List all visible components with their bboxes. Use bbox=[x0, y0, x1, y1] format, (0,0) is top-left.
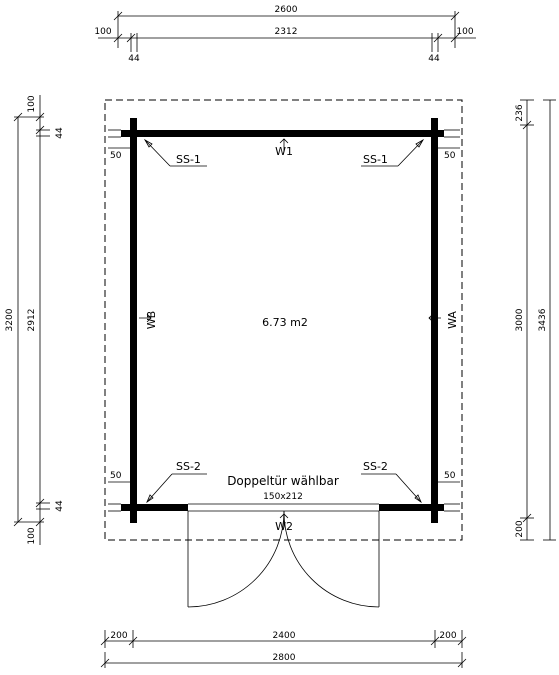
double-door bbox=[187, 510, 380, 608]
roof-outline bbox=[104, 99, 463, 541]
dim-top-left-wall: 44 bbox=[128, 54, 140, 64]
corner-label-bottom-left: SS-2 bbox=[176, 460, 201, 473]
dim-left-total: 3200 bbox=[5, 308, 15, 331]
wall-label-markers bbox=[139, 138, 441, 526]
dim-right-inner: 3000 bbox=[515, 308, 525, 331]
wall-bottom-left bbox=[121, 504, 188, 511]
dim-top-total: 2600 bbox=[275, 5, 298, 15]
wall-label-w2: W2 bbox=[275, 520, 293, 533]
wall-left bbox=[130, 118, 137, 523]
dim-bottom-left: 200 bbox=[110, 631, 127, 641]
wall-label-wb: WB bbox=[145, 311, 158, 329]
corner-offset-top-left: 50 bbox=[110, 151, 122, 161]
corner-offset-bottom-left: 50 bbox=[110, 471, 122, 481]
corner-label-top-left: SS-1 bbox=[176, 153, 201, 166]
dim-top-inner: 2312 bbox=[275, 27, 298, 37]
dim-left-top-overhang: 100 bbox=[27, 95, 37, 112]
dim-left-bottom-overhang: 100 bbox=[27, 527, 37, 544]
wall-label-wa: WA bbox=[446, 311, 459, 329]
right-dimension-chain: 3000 236 200 3436 bbox=[515, 99, 556, 541]
dim-right-bottom: 200 bbox=[515, 520, 525, 537]
dim-left-top-wall: 44 bbox=[55, 127, 65, 139]
dim-top-right-overhang: 100 bbox=[456, 27, 473, 37]
walls bbox=[108, 118, 460, 523]
dim-top-right-wall: 44 bbox=[428, 54, 440, 64]
door-option-note: Doppeltür wählbar bbox=[227, 474, 339, 488]
corner-label-top-right: SS-1 bbox=[363, 153, 388, 166]
bottom-dimension-chain: 200 2400 200 2800 bbox=[100, 630, 467, 668]
wall-top bbox=[121, 130, 444, 137]
top-dimension-chain: 2600 2312 100 100 44 44 bbox=[94, 5, 476, 64]
dim-left-bottom-wall: 44 bbox=[55, 500, 65, 512]
dim-right-total: 3436 bbox=[538, 308, 548, 331]
dim-bottom-inner: 2400 bbox=[273, 631, 296, 641]
wall-label-w1: W1 bbox=[275, 145, 293, 158]
dim-bottom-total: 2800 bbox=[273, 653, 296, 663]
dim-left-inner: 2912 bbox=[27, 309, 37, 332]
dim-bottom-right: 200 bbox=[439, 631, 456, 641]
left-dimension-chain: 3200 2912 100 44 44 100 bbox=[5, 95, 65, 545]
floor-area-label: 6.73 m2 bbox=[262, 316, 308, 329]
door-size-label: 150x212 bbox=[263, 492, 303, 502]
dim-top-left-overhang: 100 bbox=[94, 27, 111, 37]
corner-markers bbox=[108, 138, 460, 504]
corner-offset-bottom-right: 50 bbox=[444, 471, 456, 481]
corner-label-bottom-right: SS-2 bbox=[363, 460, 388, 473]
wall-right bbox=[431, 118, 438, 523]
corner-offset-top-right: 50 bbox=[444, 151, 456, 161]
dim-right-top: 236 bbox=[515, 104, 525, 121]
wall-bottom-right bbox=[379, 504, 444, 511]
